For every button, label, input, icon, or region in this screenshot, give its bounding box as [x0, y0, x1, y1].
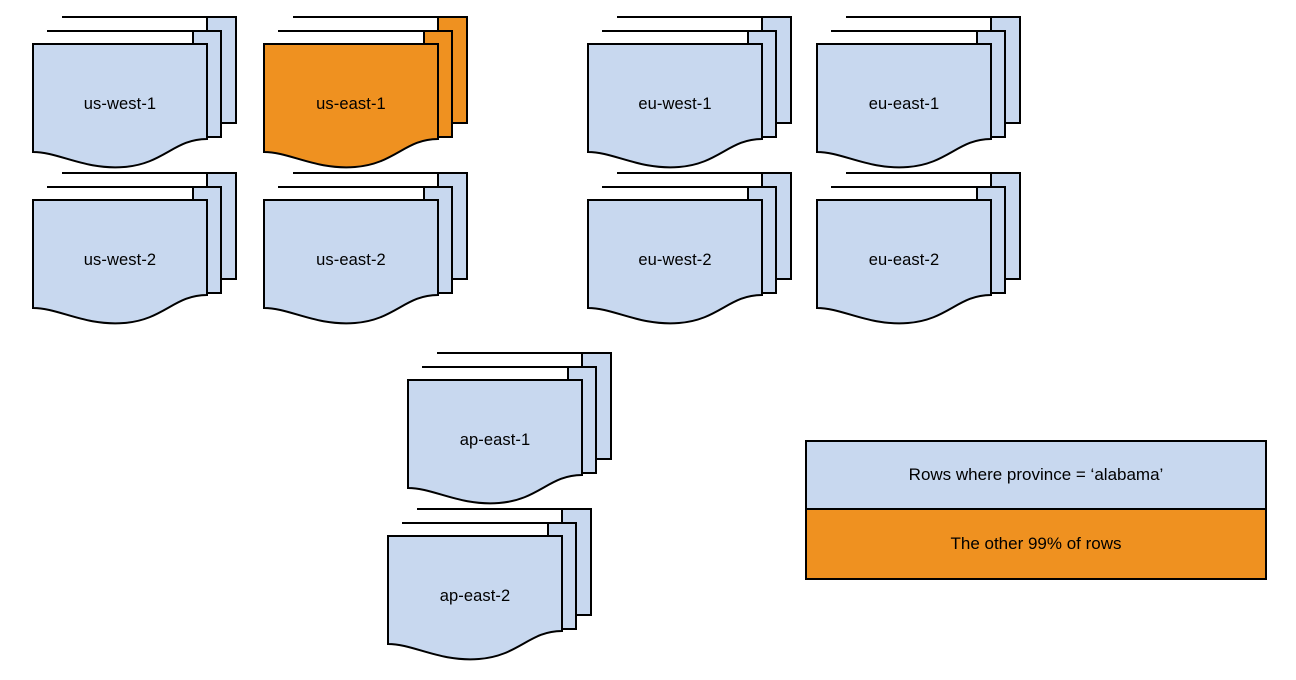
doc-stack-us-west-2[interactable]: us-west-2 — [14, 168, 237, 328]
doc-stack-ap-east-1[interactable]: ap-east-1 — [389, 348, 612, 508]
doc-stack-shape — [587, 172, 792, 325]
doc-stack-ap-east-2[interactable]: ap-east-2 — [369, 504, 592, 664]
legend: Rows where province = ‘alabama’ The othe… — [805, 440, 1267, 580]
doc-stack-us-west-1[interactable]: us-west-1 — [14, 12, 237, 172]
doc-stack-shape — [263, 172, 468, 325]
legend-row-orange: The other 99% of rows — [807, 510, 1265, 578]
doc-stack-shape — [32, 172, 237, 325]
legend-label-blue: Rows where province = ‘alabama’ — [908, 465, 1164, 484]
doc-stack-shape — [387, 508, 592, 661]
doc-stack-eu-east-1[interactable]: eu-east-1 — [798, 12, 1021, 172]
doc-stack-eu-west-2[interactable]: eu-west-2 — [569, 168, 792, 328]
doc-stack-shape — [816, 16, 1021, 169]
doc-stack-us-east-2[interactable]: us-east-2 — [245, 168, 468, 328]
doc-stack-us-east-1[interactable]: us-east-1 — [245, 12, 468, 172]
doc-stack-eu-east-2[interactable]: eu-east-2 — [798, 168, 1021, 328]
doc-stack-shape — [263, 16, 468, 169]
doc-stack-shape — [407, 352, 612, 505]
legend-label-orange: The other 99% of rows — [950, 534, 1122, 553]
legend-row-blue: Rows where province = ‘alabama’ — [807, 442, 1265, 510]
doc-stack-shape — [32, 16, 237, 169]
doc-stack-eu-west-1[interactable]: eu-west-1 — [569, 12, 792, 172]
doc-stack-shape — [816, 172, 1021, 325]
doc-stack-shape — [587, 16, 792, 169]
